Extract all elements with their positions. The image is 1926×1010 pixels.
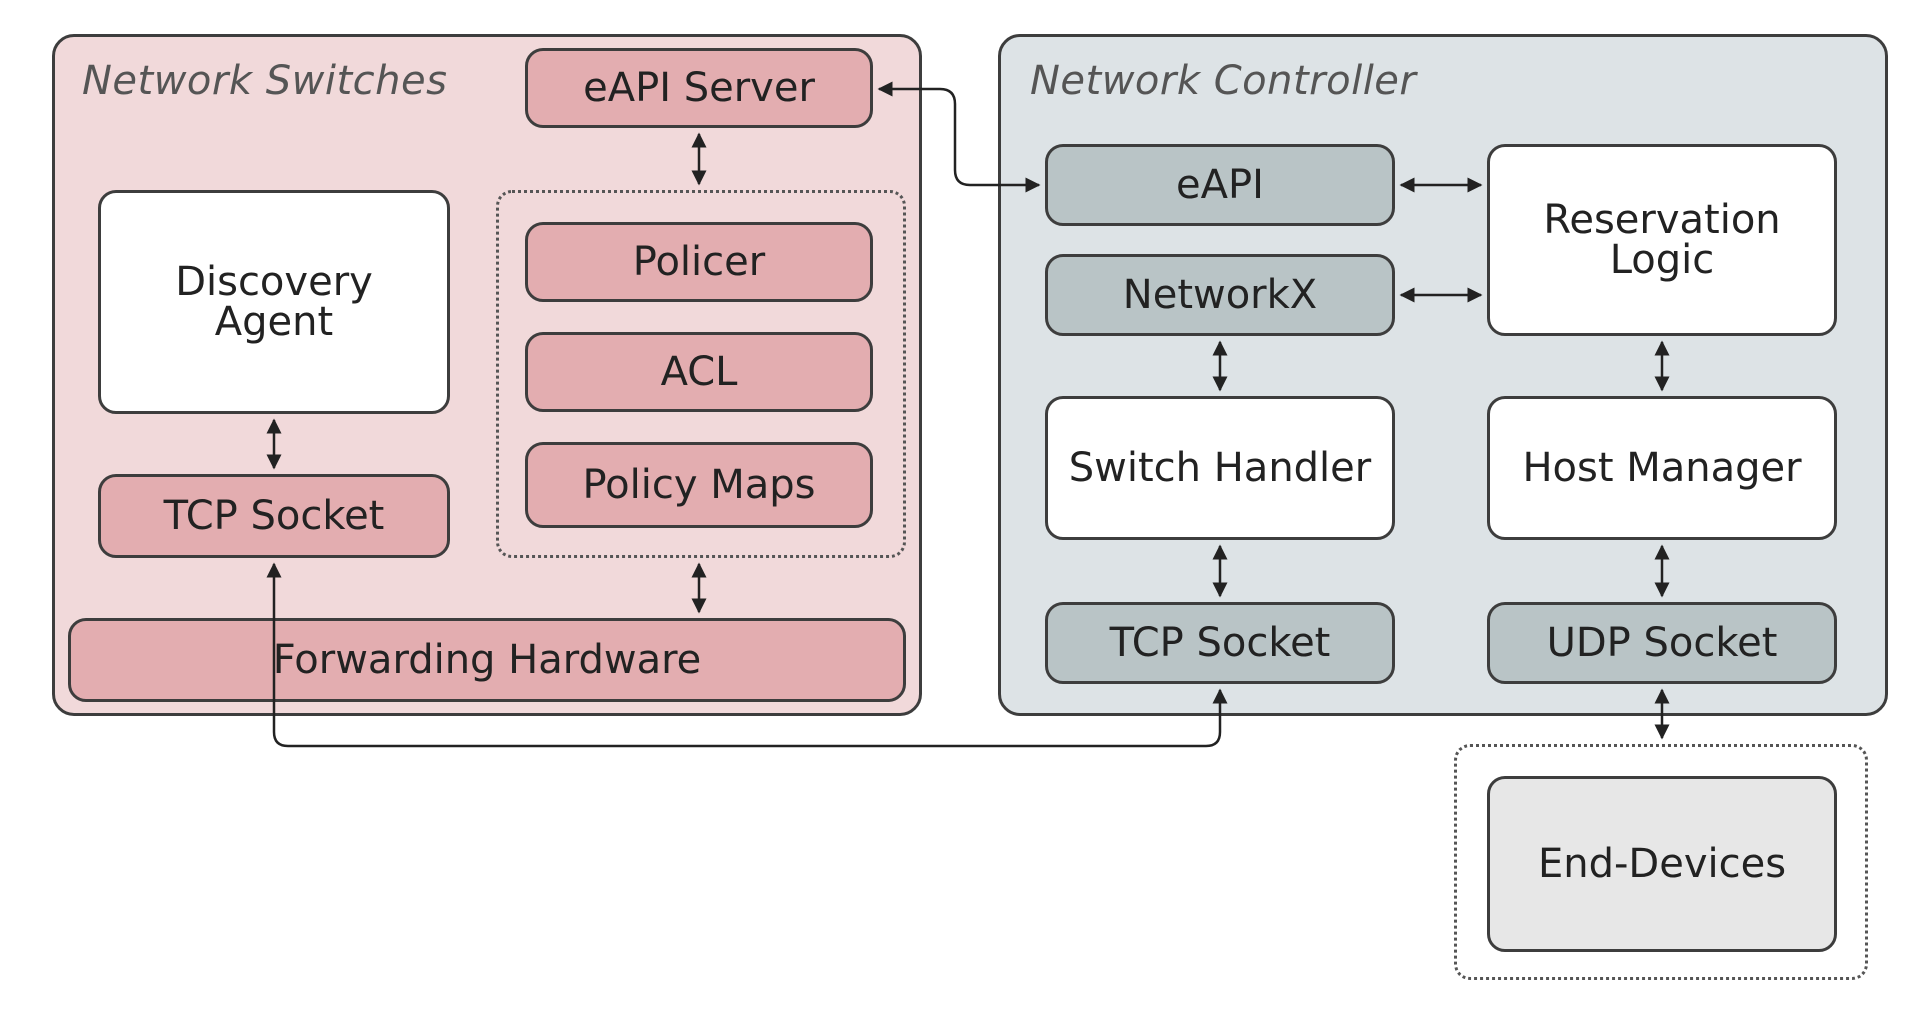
end-devices-box: End-Devices [1487,776,1837,952]
host-manager-box: Host Manager [1487,396,1837,540]
policy-group-dotted-box [496,190,906,558]
policy-maps-box: Policy Maps [525,442,873,528]
switch-handler-box: Switch Handler [1045,396,1395,540]
arrow-tcp-socket-tcp-socket [266,562,1228,748]
discovery-agent-label-line2: Agent [214,299,334,345]
reservation-logic-label-line1: Reservation [1543,197,1781,243]
acl-box: ACL [525,332,873,412]
reservation-logic-label-line2: Logic [1609,237,1715,283]
policer-box: Policer [525,222,873,302]
network-controller-title: Network Controller [1030,58,1417,104]
eapi-server-box: eAPI Server [525,48,873,128]
network-switches-title: Network Switches [82,58,448,104]
arrow-eapi-server-eapi [877,81,1041,193]
discovery-agent-box: Discovery Agent [98,190,450,414]
reservation-logic-box: Reservation Logic [1487,144,1837,336]
discovery-agent-label-line1: Discovery [175,259,373,305]
networkx-box: NetworkX [1045,254,1395,336]
udp-socket-box: UDP Socket [1487,602,1837,684]
eapi-box: eAPI [1045,144,1395,226]
switch-tcp-socket-box: TCP Socket [98,474,450,558]
end-devices-dotted-box [1454,744,1868,980]
